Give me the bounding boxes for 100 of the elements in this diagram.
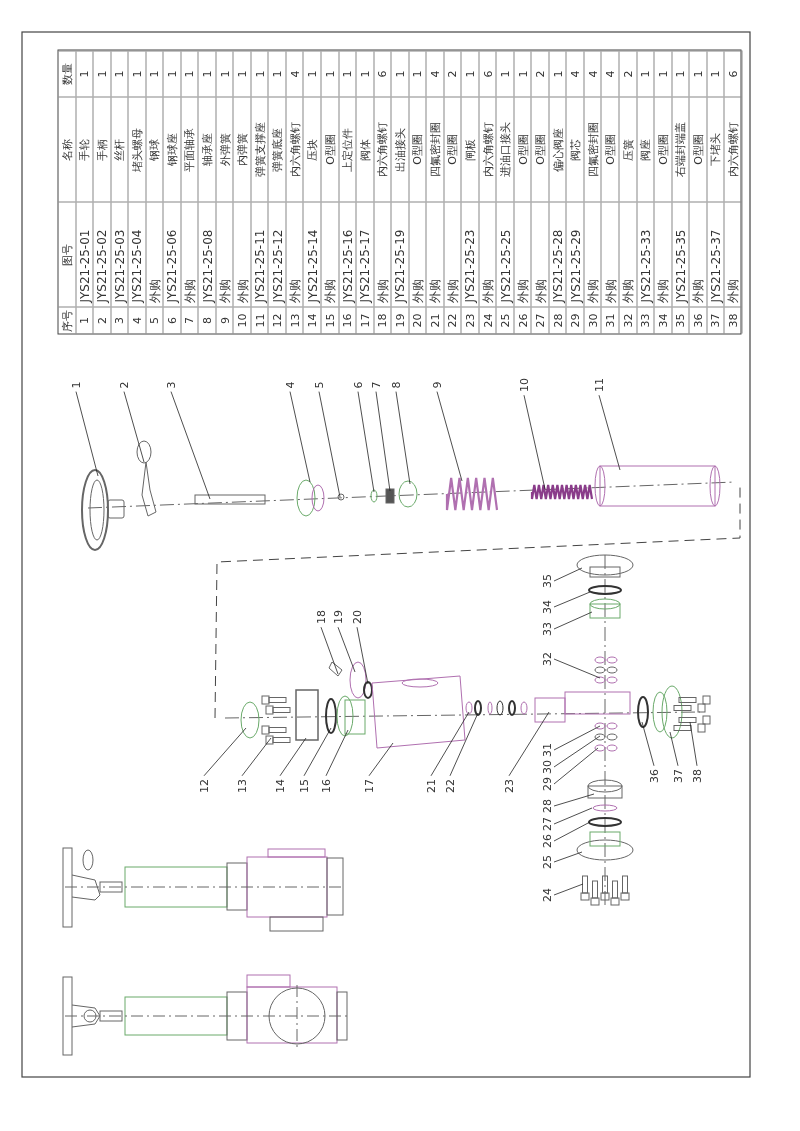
callout-number: 25	[541, 855, 553, 869]
leader-line	[553, 658, 601, 679]
callout-number: 28	[541, 799, 553, 813]
table-cell: O型圈	[531, 96, 549, 202]
table-cell: 35	[672, 306, 689, 334]
table-cell: 2	[619, 50, 637, 97]
callout-number: 20	[351, 610, 363, 624]
table-cell: 9	[216, 306, 233, 334]
table-cell: 阀体	[356, 96, 374, 202]
table-cell: JYS21-25-37	[707, 201, 724, 307]
table-cell: 10	[233, 306, 251, 334]
table-cell: JYS21-25-23	[461, 201, 479, 307]
callout-number: 23	[503, 779, 515, 793]
table-cell: 外购	[233, 201, 251, 307]
table-cell: 26	[514, 306, 531, 334]
table-cell: 内六角螺钉	[724, 96, 742, 202]
table-cell: 四氟密封圈	[426, 96, 444, 202]
table-cell: 6	[724, 50, 742, 97]
callout-number: 22	[444, 779, 456, 793]
table-cell: 1	[391, 50, 409, 97]
table-cell: 4	[426, 50, 444, 97]
table-cell: 23	[461, 306, 479, 334]
table-cell: 1	[128, 50, 146, 97]
leader-line	[289, 391, 311, 483]
leader-line	[170, 391, 211, 500]
table-cell: JYS21-25-25	[496, 201, 514, 307]
table-cell: JYS21-25-02	[93, 201, 111, 307]
table-cell: JYS21-25-08	[198, 201, 216, 307]
table-cell: JYS21-25-01	[76, 201, 93, 307]
table-cell: 外购	[601, 201, 619, 307]
leader-line	[337, 626, 356, 673]
table-cell: 1	[496, 50, 514, 97]
table-cell: 右端封端盖	[672, 96, 689, 202]
table-cell: 5	[146, 306, 163, 334]
leader-line	[375, 391, 391, 492]
leader-line	[123, 391, 145, 463]
leader-line	[395, 391, 411, 485]
table-cell: 30	[584, 306, 601, 334]
leader-line	[75, 391, 99, 477]
callout-number: 36	[648, 769, 660, 783]
table-cell: 12	[268, 306, 286, 334]
table-cell: 阀芯	[566, 96, 584, 202]
table-cell: O型圈	[689, 96, 707, 202]
table-cell: O型圈	[601, 96, 619, 202]
table-cell: 3	[111, 306, 128, 334]
callout-number: 19	[332, 610, 344, 624]
table-cell: 外购	[146, 201, 163, 307]
table-cell: 25	[496, 306, 514, 334]
table-cell: 1	[339, 50, 356, 97]
table-cell: 偏心阀座	[549, 96, 566, 202]
table-cell: 1	[146, 50, 163, 97]
table-cell: 进油口接头	[496, 96, 514, 202]
table-cell: 手柄	[93, 96, 111, 202]
leader-line	[553, 611, 593, 630]
table-cell: 内六角螺钉	[479, 96, 496, 202]
table-cell: 37	[707, 306, 724, 334]
leader-line	[689, 721, 698, 767]
table-cell: 弹簧底座	[268, 96, 286, 202]
table-cell: JYS21-25-11	[251, 201, 268, 307]
leader-line	[303, 727, 332, 777]
leader-line	[553, 821, 591, 842]
table-cell: JYS21-25-33	[637, 201, 654, 307]
callout-number: 16	[320, 779, 332, 793]
leader-line	[523, 394, 546, 490]
table-cell: 32	[619, 306, 637, 334]
leader-line	[553, 851, 583, 863]
table-cell: 出油接头	[391, 96, 409, 202]
table-cell: 6	[479, 50, 496, 97]
table-cell: 外购	[689, 201, 707, 307]
leader-line	[641, 721, 655, 767]
table-cell: 弹簧支撑座	[251, 96, 268, 202]
table-cell: JYS21-25-12	[268, 201, 286, 307]
table-cell: O型圈	[654, 96, 672, 202]
table-cell: 1	[654, 50, 672, 97]
leader-line	[553, 567, 583, 582]
callout-number: 18	[315, 610, 327, 624]
table-cell: 1	[461, 50, 479, 97]
table-cell: 1	[233, 50, 251, 97]
leader-line	[241, 737, 272, 777]
callout-number: 17	[363, 779, 375, 793]
table-cell: JYS21-25-29	[566, 201, 584, 307]
callout-number: 14	[274, 779, 286, 793]
table-cell: 外购	[321, 201, 338, 307]
table-cell: 36	[689, 306, 707, 334]
leader-line	[318, 391, 341, 498]
callout-number: 6	[352, 381, 364, 389]
table-cell: 34	[654, 306, 672, 334]
table-cell: 外购	[514, 201, 531, 307]
table-cell: 4	[584, 50, 601, 97]
table-cell: JYS21-25-16	[339, 201, 356, 307]
table-cell: 外购	[409, 201, 426, 307]
table-cell: 平面轴承	[181, 96, 198, 202]
table-cell: O型圈	[409, 96, 426, 202]
table-cell: 1	[76, 50, 93, 97]
callout-number: 31	[541, 743, 553, 757]
callout-number: 11	[593, 378, 605, 392]
callout-number: 15	[298, 779, 310, 793]
leader-line	[368, 742, 394, 777]
table-cell: 1	[356, 50, 374, 97]
table-cell: 8	[198, 306, 216, 334]
